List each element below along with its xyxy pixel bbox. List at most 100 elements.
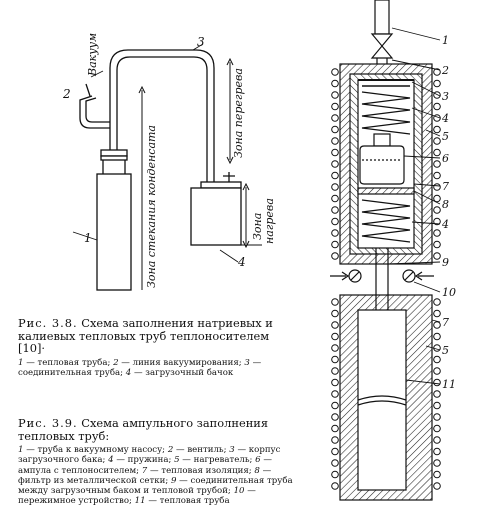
heater-coil: [331, 298, 339, 306]
heater-coil: [433, 229, 441, 237]
heater-coil: [433, 148, 441, 157]
callout-11: 11: [442, 378, 456, 391]
caption-3-9-label: Рис. 3.9.: [18, 416, 78, 430]
legend-text: — труба к вакуумному насосу;: [23, 445, 168, 456]
callout-5: 5: [442, 344, 449, 357]
heater-coil: [433, 413, 441, 421]
callout-4: 4: [441, 112, 449, 125]
heater-coil: [331, 355, 339, 364]
heater-coil: [331, 321, 339, 329]
heater-coil: [433, 298, 441, 306]
heater-coil: [331, 390, 339, 398]
connecting-tube-outer: [109, 49, 215, 182]
figure-3-8-diagram: 1 2 3 4 Вакуум Зона перегрева Зона нагре…: [62, 33, 276, 291]
heater-coil: [331, 183, 339, 191]
caption-3-8-heading: Рис. 3.8. Схема заполнения натриевых и к…: [18, 317, 293, 355]
callout-10: 10: [442, 286, 456, 299]
legend-text: — нагреватель;: [179, 455, 256, 466]
mesh-filter: [357, 187, 415, 195]
legend-number: 11: [134, 496, 146, 507]
heater-coil: [433, 68, 441, 76]
legend-text: — корпус загрузочного бака;: [18, 445, 281, 466]
legend-number: 4: [108, 455, 114, 466]
callout-7: 7: [442, 316, 449, 329]
heater-coil: [331, 332, 339, 341]
zone-heating-label-1: Зона: [251, 213, 264, 240]
heater-coil: [433, 240, 441, 249]
coupling-top: [100, 149, 128, 157]
heater-coil: [331, 482, 339, 490]
legend-number: 2: [113, 357, 119, 368]
vacuum-line-outer: [79, 95, 110, 129]
heater-coil: [331, 148, 339, 157]
heater-coil: [433, 160, 441, 168]
spring-upper: [361, 91, 411, 135]
vacuum-label: Вакуум: [86, 33, 99, 77]
legend-text: — вентиль;: [173, 445, 230, 456]
legend-number: 1: [18, 357, 24, 368]
zone-overheat-label: Зона перегрева: [232, 68, 245, 158]
caption-3-8-label: Рис. 3.8.: [18, 316, 78, 330]
legend-number: 8: [254, 465, 260, 476]
valve-body: [370, 33, 394, 59]
zone-heating-label-2: нагрева: [263, 198, 276, 244]
heater-coil: [433, 344, 441, 352]
legend-number: 6: [255, 455, 261, 466]
heater-coil: [433, 447, 441, 456]
callout-8: 8: [442, 198, 449, 211]
heater-coil: [331, 309, 339, 318]
legend-number: 1: [18, 445, 24, 456]
heater-coil: [331, 194, 339, 203]
heater-coil: [433, 332, 441, 341]
legend-text: — загрузочный бачок: [131, 367, 234, 378]
legend-text: — тепловая труба: [145, 496, 230, 507]
heater-coil: [331, 378, 339, 387]
tank-cap: [200, 181, 242, 189]
heater-coil: [433, 482, 441, 490]
heater-coil: [331, 344, 339, 352]
callout-7: 7: [442, 180, 449, 193]
callout-1: 1: [442, 34, 449, 47]
heater-coil: [331, 114, 339, 122]
heater-coil: [331, 102, 339, 111]
callout-6: 6: [442, 152, 449, 165]
ampoule: [359, 145, 405, 185]
heater-coil: [433, 321, 441, 329]
legend-number: 7: [141, 465, 148, 476]
heater-coil: [331, 401, 339, 410]
legend-text: — тепловая труба;: [23, 357, 114, 368]
callout-9: 9: [442, 256, 449, 269]
heater-coil: [331, 68, 339, 76]
caption-3-8-title: Схема заполнения натриевых и калиевых те…: [18, 316, 273, 356]
heater-coil: [433, 125, 441, 134]
heater-coil: [433, 171, 441, 180]
connecting-tube-inner: [116, 56, 208, 182]
heater-coil: [331, 413, 339, 421]
heater-coil: [433, 194, 441, 203]
heater-coil: [433, 390, 441, 398]
heater-coil: [331, 459, 339, 467]
heater-coil: [331, 125, 339, 134]
heater-coil: [331, 240, 339, 249]
heater-coil: [331, 367, 339, 375]
callout-2: 2: [441, 64, 449, 77]
heater-coil: [433, 436, 441, 444]
heater-coils: [331, 68, 441, 490]
heater-coil: [433, 367, 441, 375]
heater-coil: [433, 206, 441, 214]
heater-coil: [331, 470, 339, 479]
spring-lower: [361, 199, 411, 243]
legend-number: 3: [244, 357, 250, 368]
callout-4: 4: [441, 218, 449, 231]
heater-coil: [331, 171, 339, 180]
legend-number: 5: [174, 455, 180, 466]
heater-coil: [331, 424, 339, 433]
callout-5: 5: [442, 130, 449, 143]
legend-text: — линия вакуумирования;: [118, 357, 245, 368]
heater-coil: [331, 436, 339, 444]
vacuum-pipe: [374, 0, 390, 35]
caption-3-9-heading: Рис. 3.9. Схема ампульного заполнения те…: [18, 417, 293, 442]
heater-coil: [433, 79, 441, 88]
connecting-pipe: [375, 248, 389, 295]
